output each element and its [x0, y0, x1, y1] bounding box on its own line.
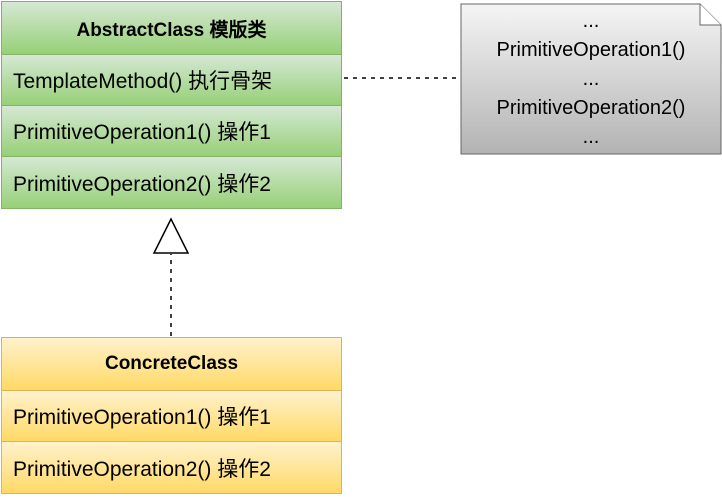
abstract-method-primitive-2: PrimitiveOperation2() 操作2: [2, 157, 341, 208]
note-line-primitive-1: PrimitiveOperation1(): [496, 38, 686, 61]
concrete-class-title: ConcreteClass: [2, 338, 341, 391]
abstract-method-template: TemplateMethod() 执行骨架: [2, 55, 341, 106]
concrete-method-primitive-2: PrimitiveOperation2() 操作2: [2, 442, 341, 493]
realization-arrowhead: [152, 217, 190, 254]
note-shape: [460, 3, 722, 155]
note-line-primitive-2: PrimitiveOperation2(): [496, 96, 686, 119]
abstract-class-box: AbstractClass 模版类 TemplateMethod() 执行骨架 …: [1, 1, 342, 209]
concrete-class-box: ConcreteClass PrimitiveOperation1() 操作1 …: [1, 337, 342, 494]
concrete-method-primitive-1: PrimitiveOperation1() 操作1: [2, 391, 341, 442]
abstract-class-title: AbstractClass 模版类: [2, 2, 341, 55]
note-line-ellipsis: ...: [582, 67, 600, 90]
note-line-ellipsis: ...: [582, 9, 600, 32]
note-line-ellipsis: ...: [582, 125, 600, 148]
abstract-method-primitive-1: PrimitiveOperation1() 操作1: [2, 106, 341, 157]
note-fold-corner: [699, 4, 721, 26]
note: ... PrimitiveOperation1() ... PrimitiveO…: [461, 4, 721, 154]
